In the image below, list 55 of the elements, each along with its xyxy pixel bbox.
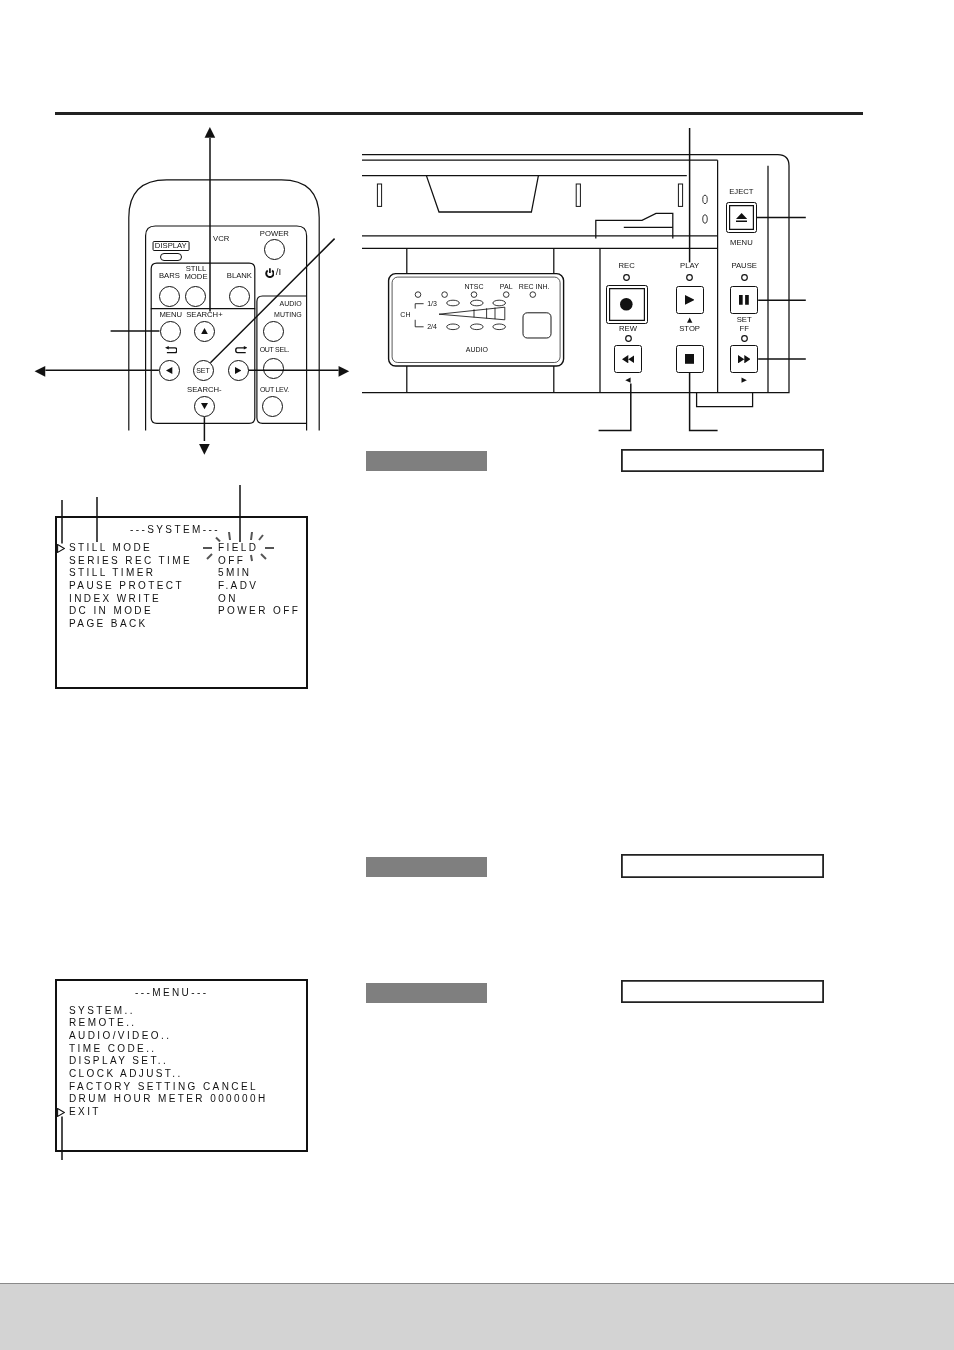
leader-line	[61, 499, 63, 545]
direction-symbol: ▼	[199, 441, 210, 455]
leader-line	[597, 382, 632, 432]
direction-symbol: ▶	[338, 363, 350, 378]
leader-line	[239, 484, 241, 543]
menu-item: PAGE BACK	[69, 618, 148, 630]
leader-line	[247, 369, 340, 371]
menu-item: STILL MODE	[69, 542, 153, 554]
cursor-triangle-icon	[57, 543, 65, 553]
menu-item: EXIT	[69, 1105, 101, 1118]
menu-item: SYSTEM..	[69, 1004, 135, 1017]
cursor-triangle-icon	[57, 1107, 65, 1117]
menu-value: FIELD	[218, 542, 259, 554]
blank-frame	[621, 449, 824, 472]
menu-value: ON	[218, 592, 238, 605]
menu-item: TIME CODE..	[69, 1042, 157, 1055]
leader-line	[44, 369, 160, 371]
menu-item: AUDIO/VIDEO..	[69, 1029, 172, 1042]
menu-item: DC IN MODE	[69, 605, 153, 618]
blank-frame	[621, 854, 824, 878]
menu-item: REMOTE..	[69, 1017, 137, 1030]
leader-line	[688, 372, 719, 432]
menu-item: CLOCK ADJUST..	[69, 1067, 183, 1080]
menu-item: FACTORY SETTING CANCEL	[69, 1080, 258, 1093]
menu-item: DRUM HOUR METER 000000H	[69, 1093, 268, 1106]
leader-line	[757, 358, 807, 360]
heading-bar	[366, 857, 487, 877]
osd-screen	[55, 979, 308, 1152]
leader-line	[203, 416, 206, 442]
heading-bar	[366, 451, 487, 471]
button-marking: /I	[275, 267, 282, 278]
leader-line	[756, 216, 807, 219]
menu-item: INDEX WRITE	[69, 592, 161, 605]
menu-title: ---MENU---	[135, 987, 209, 999]
leader-line	[209, 137, 211, 313]
menu-item: STILL TIMER	[69, 567, 156, 580]
leader-line	[109, 330, 161, 332]
menu-title: ---SYSTEM---	[130, 524, 220, 536]
menu-item: DISPLAY SET..	[69, 1055, 169, 1068]
menu-item: SERIES REC TIME	[69, 554, 193, 567]
heading-bar	[366, 983, 487, 1003]
blank-frame	[621, 980, 824, 1003]
direction-symbol: ▲	[204, 124, 216, 138]
leader-line	[757, 299, 807, 301]
menu-value: 5MIN	[218, 567, 252, 580]
menu-value: POWER OFF	[218, 605, 301, 618]
leader-line	[209, 237, 336, 364]
leader-line	[688, 127, 691, 264]
leader-line	[96, 496, 98, 543]
menu-item: PAUSE PROTECT	[69, 580, 184, 592]
menu-value: F.ADV	[218, 580, 259, 592]
osd-screen	[55, 516, 308, 689]
direction-symbol: ◀	[34, 363, 46, 378]
menu-value: OFF	[218, 554, 246, 567]
leader-line	[61, 1115, 63, 1161]
